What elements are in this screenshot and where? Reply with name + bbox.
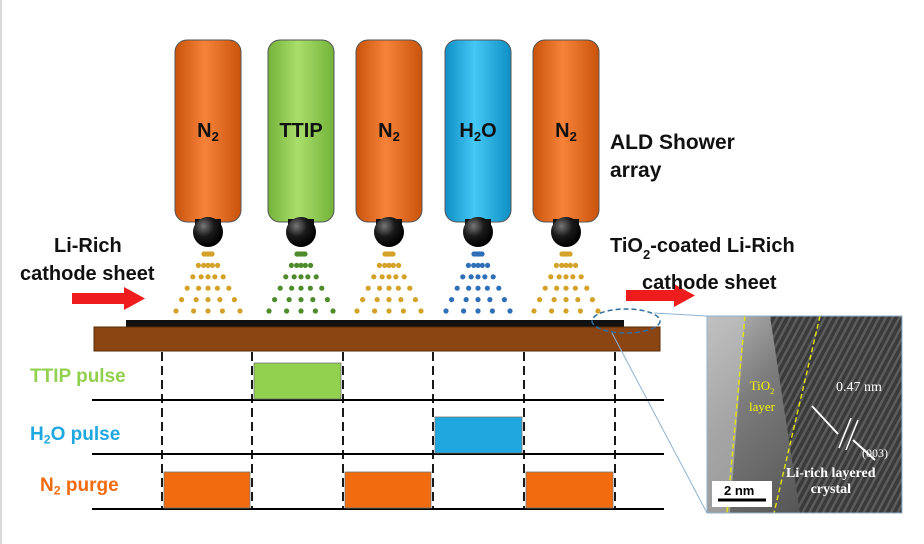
spray-5 [531,251,601,314]
nozzle-label-main: TTIP [279,120,323,142]
pulse-block [163,471,251,509]
pulse-block [253,362,342,400]
nozzle-label-3: N2 [356,120,422,144]
nozzle-label-main: H [459,120,474,142]
nozzle-label-sub: 2 [473,128,482,144]
pulse-block [344,471,432,509]
row-label-main: N [40,475,54,496]
tem-plane-label: (003) [862,446,888,460]
tem-spacing-label: 0.47 nm [836,380,882,395]
pulse-timing-diagram [92,352,664,510]
output-sheet-label: TiO2-coated Li-Rich cathode sheet [610,232,795,297]
output-arrow [626,284,695,307]
nozzle-label-sub: 2 [392,128,400,144]
tem-layer-pre: TiO [749,378,771,393]
row-label-sub: 2 [43,432,51,447]
nozzle-label-tail: O [481,120,497,142]
timing-row-label-3: N2 purge [40,475,119,498]
tem-layer-sub: 2 [770,385,775,396]
nozzle-1 [173,39,243,314]
nozzle-label-sub: 2 [569,128,577,144]
tem-layer-line2: layer [749,398,775,414]
substrate-plate [93,326,661,352]
tem-crystal-line1: Li-rich layered [786,466,876,481]
input-sheet-line1: Li-Rich [54,235,122,257]
shower-array-line1: ALD Shower [610,131,735,154]
output-label-pre: TiO [610,235,643,257]
output-sheet-line1: TiO2-coated Li-Rich [610,232,795,269]
nozzle-label-2: TTIP [268,120,334,143]
nozzle-label-5: N2 [533,120,599,144]
ald-nozzle-array [173,39,601,314]
nozzle-label-main: N [378,120,393,142]
nozzle-label-sub: 2 [211,128,219,144]
tem-micrograph [707,316,902,513]
output-sheet-line2: cathode sheet [642,272,777,294]
pulse-block [434,416,523,454]
nozzle-5 [531,39,601,314]
pulse-block [525,471,614,509]
nozzle-2 [266,39,336,314]
spray-3 [354,251,424,314]
spray-1 [173,251,243,314]
tem-frame [706,315,903,514]
zoom-region-ellipse [591,308,661,334]
shower-array-line2: array [610,159,662,182]
row-label-main: TTIP pulse [30,366,126,387]
nozzle-label-main: N [555,120,570,142]
nozzle-label-1: N2 [175,120,241,144]
shower-array-label: ALD Shower array [610,129,735,185]
row-label-main: H [30,424,44,445]
row-label-sub: 2 [53,483,61,498]
nozzle-label-main: N [197,120,212,142]
spray-2 [266,251,336,314]
nozzle-label-4: H2O [445,120,511,144]
input-sheet-label: Li-Rich cathode sheet [20,232,154,288]
input-arrow [72,287,145,310]
row-label-tail: purge [60,475,119,496]
tem-scale-bar-label: 2 nm [724,483,755,498]
zoom-connector-top [653,312,708,317]
timing-row-label-1: TTIP pulse [30,366,126,388]
output-label-sub: 2 [642,247,651,262]
tem-layer-label: TiO2 layer [749,378,775,414]
tem-crystal-label: Li-rich layered crystal [786,466,876,498]
spray-4 [443,251,513,314]
cathode-sheet [126,320,624,327]
input-sheet-line2: cathode sheet [20,263,155,285]
row-label-tail: O pulse [50,424,121,445]
timing-row-label-2: H2O pulse [30,424,120,447]
tem-crystal-line2: crystal [810,482,851,497]
nozzle-4 [443,39,513,314]
output-label-post: -coated Li-Rich [650,235,795,257]
zoom-connector-bottom [611,332,708,514]
nozzle-3 [354,39,424,314]
